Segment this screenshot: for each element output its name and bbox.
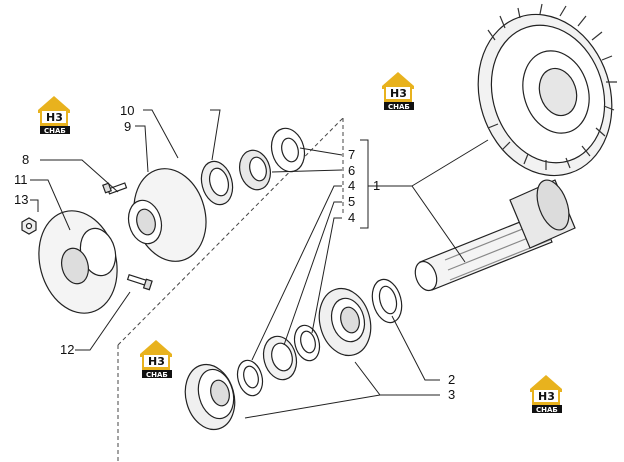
- brand-logo-4: H3 СНАБ: [530, 375, 562, 414]
- brand-logo-3: H3 СНАБ: [140, 340, 172, 379]
- ring-gear: [477, 3, 617, 177]
- brand-logo-1: H3 СНАБ: [38, 96, 70, 135]
- callout-7: 7: [348, 147, 355, 162]
- logo-caption: СНАБ: [536, 406, 558, 414]
- washer-7: [270, 127, 306, 173]
- tapered-bearing-upper: [318, 287, 372, 357]
- bolt-12: [126, 273, 153, 291]
- shim-washer-2: [371, 278, 403, 324]
- callout-5: 5: [348, 194, 355, 209]
- logo-caption: СНАБ: [44, 127, 66, 135]
- logo-caption: СНАБ: [388, 103, 410, 111]
- brand-logo-2: H3 СНАБ: [382, 72, 414, 111]
- callouts: 10 9 8 11 13 12 7 6 4 5 4 1 2 3: [14, 103, 455, 402]
- bearing-housing-9: [127, 168, 207, 262]
- callout-4-lower: 4: [348, 210, 355, 225]
- hex-nut-13: [21, 217, 37, 235]
- flange-yoke-11: [38, 210, 118, 314]
- assembly-dashed-outline: [117, 117, 344, 462]
- bearing-cup-4: [262, 335, 298, 381]
- bolt-8: [102, 182, 128, 195]
- callout-12: 12: [60, 342, 74, 357]
- callout-8: 8: [22, 152, 29, 167]
- spacer-ring-4: [236, 359, 264, 397]
- logo-caption: СНАБ: [146, 371, 168, 379]
- callout-1: 1: [373, 178, 380, 193]
- logo-mark: H3: [148, 355, 165, 368]
- callout-2: 2: [448, 372, 455, 387]
- leader-lines: [30, 109, 489, 419]
- pinion-shaft: [414, 179, 576, 292]
- spacer-ring-5: [293, 324, 321, 362]
- callout-10: 10: [120, 103, 134, 118]
- castle-nut-6: [239, 149, 271, 191]
- callout-9: 9: [124, 119, 131, 134]
- logo-mark: H3: [390, 87, 407, 100]
- callout-4-upper: 4: [348, 178, 355, 193]
- logo-mark: H3: [538, 390, 555, 403]
- callout-11: 11: [14, 172, 28, 187]
- logo-mark: H3: [46, 111, 63, 124]
- callout-13: 13: [14, 192, 28, 207]
- callout-3: 3: [448, 387, 455, 402]
- oil-seal-10: [200, 160, 234, 206]
- tapered-bearing-lower: [184, 363, 236, 431]
- callout-6: 6: [348, 163, 355, 178]
